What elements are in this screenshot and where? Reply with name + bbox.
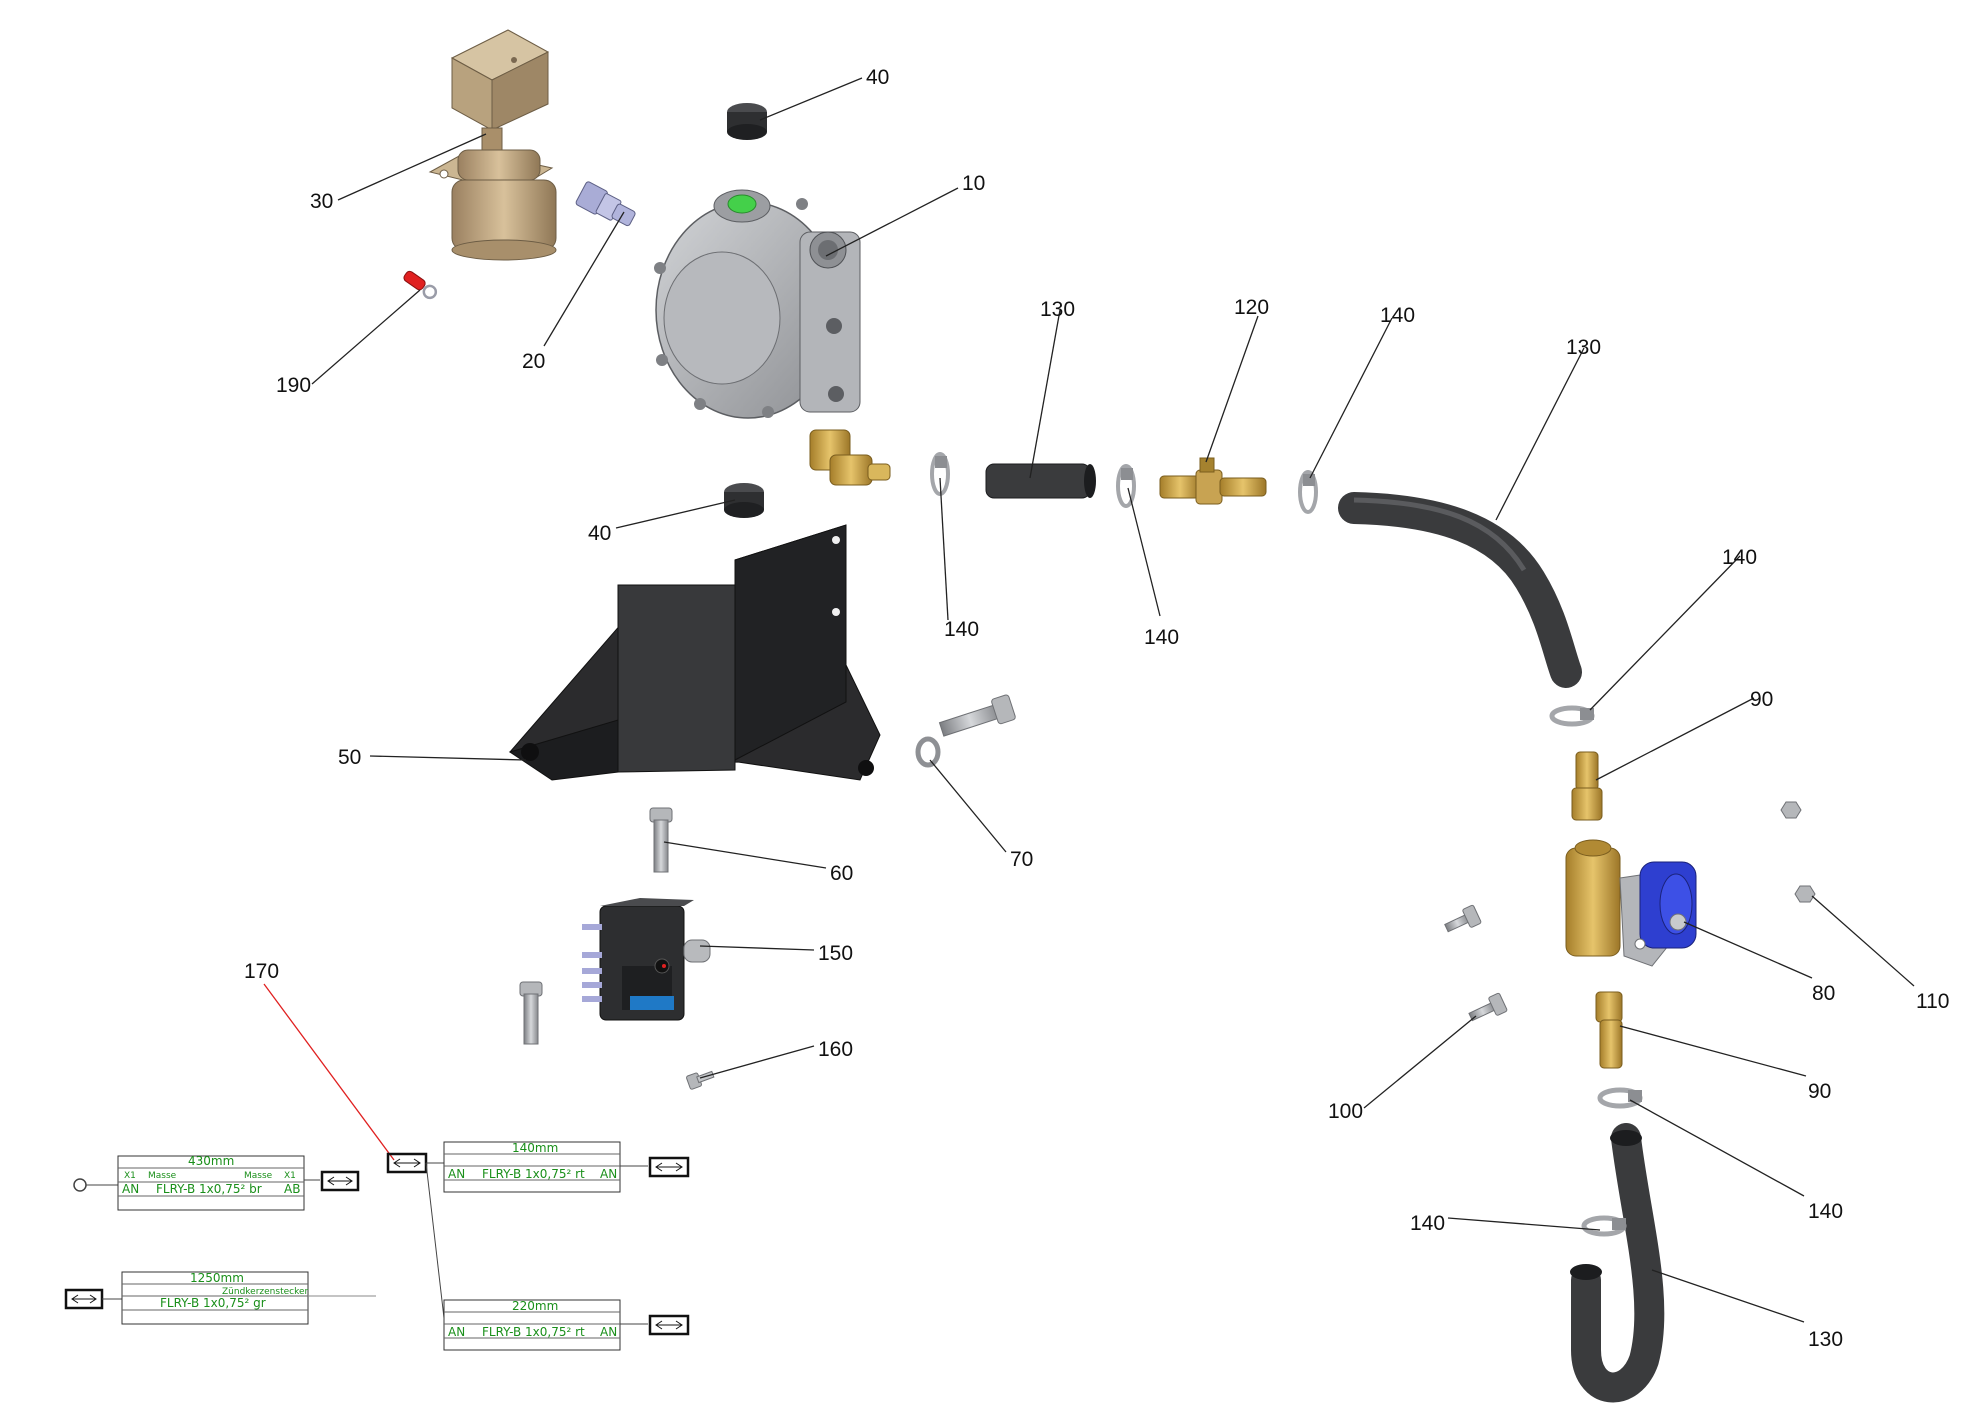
callout-60: 60 xyxy=(830,862,853,885)
part-20-fitting xyxy=(575,181,636,227)
part-190-ring-terminal xyxy=(403,270,438,300)
callout-170: 170 xyxy=(244,960,279,983)
w4-end-right: AN xyxy=(600,1325,617,1339)
part-100-screw xyxy=(1468,992,1508,1022)
part-140-hose-clamp-c xyxy=(1298,470,1318,514)
w1-cable: FLRY-B 1x0,75² br xyxy=(156,1182,262,1196)
part-140-hose-clamp-e xyxy=(1597,1087,1643,1109)
callout-130-c: 130 xyxy=(1808,1328,1843,1351)
part-90-brass-nipple-bottom xyxy=(1595,991,1623,1069)
callout-40-bottom: 40 xyxy=(588,522,611,545)
callout-130-b: 130 xyxy=(1566,336,1601,359)
wire-3: 140mm AN FLRY-B 1x0,75² rt AN xyxy=(443,1141,690,1193)
callout-140-c: 140 xyxy=(1380,304,1415,327)
w2-cable: FLRY-B 1x0,75² gr xyxy=(160,1296,266,1310)
part-60-bolt xyxy=(649,807,673,873)
part-40-grommet-top xyxy=(727,103,767,140)
bolt-150-mount xyxy=(519,981,543,1045)
w3-length: 140mm xyxy=(512,1141,558,1155)
wire-4: 220mm AN FLRY-B 1x0,75² rt AN xyxy=(443,1299,690,1351)
w1-label-left: Masse xyxy=(148,1171,177,1181)
callout-labels: 30 20 190 40 40 10 50 60 70 150 160 170 … xyxy=(244,66,1949,1351)
callout-120: 120 xyxy=(1234,296,1269,319)
part-160-screw xyxy=(686,1070,715,1090)
w2-length: 1250mm xyxy=(190,1271,244,1285)
w4-length: 220mm xyxy=(512,1299,558,1313)
w3-end-left: AN xyxy=(448,1167,465,1181)
part-140-hose-clamp-b xyxy=(1116,464,1136,508)
part-130-hose-bent xyxy=(1338,492,1582,688)
w1-end-left: AN xyxy=(122,1182,139,1196)
callout-110: 110 xyxy=(1916,990,1949,1013)
callout-80: 80 xyxy=(1812,982,1835,1005)
part-130-hose-short xyxy=(985,463,1096,499)
callout-140-e: 140 xyxy=(1808,1200,1843,1223)
part-70-washer xyxy=(915,736,941,768)
callout-140-a: 140 xyxy=(944,618,979,641)
wire-1: 430mm X1 Masse Masse X1 AN FLRY-B 1x0,75… xyxy=(73,1154,360,1211)
callout-160: 160 xyxy=(818,1038,853,1061)
part-140-hose-clamp-d xyxy=(1549,705,1595,727)
w3-end-right: AN xyxy=(600,1167,617,1181)
part-110-nut xyxy=(1794,885,1816,903)
callout-30: 30 xyxy=(310,190,333,213)
part-150-control-module xyxy=(582,898,711,1021)
wiring-harness-diagram: 430mm X1 Masse Masse X1 AN FLRY-B 1x0,75… xyxy=(64,1141,690,1351)
callout-100: 100 xyxy=(1328,1100,1363,1123)
callout-10: 10 xyxy=(962,172,985,195)
w2-label-right: Zündkerzenstecker xyxy=(222,1287,309,1297)
callout-70: 70 xyxy=(1010,848,1033,871)
callout-20: 20 xyxy=(522,350,545,373)
leader-lines xyxy=(263,77,1915,1323)
callout-130-a: 130 xyxy=(1040,298,1075,321)
callout-40-top: 40 xyxy=(866,66,889,89)
part-50-mounting-bracket xyxy=(508,524,881,781)
splice-connector xyxy=(386,1152,445,1319)
callout-190: 190 xyxy=(276,374,311,397)
callout-140-f: 140 xyxy=(1410,1212,1445,1235)
part-130-hose-u xyxy=(1570,1123,1665,1403)
part-80-solenoid-valve xyxy=(1565,839,1697,967)
callout-90-a: 90 xyxy=(1750,688,1773,711)
part-40-grommet-bottom xyxy=(724,483,764,518)
part-10-pressure-regulator xyxy=(654,189,891,486)
w1-label-right: Masse xyxy=(244,1171,273,1181)
w1-code-right: X1 xyxy=(284,1171,296,1181)
w3-cable: FLRY-B 1x0,75² rt xyxy=(482,1167,585,1181)
w1-length: 430mm xyxy=(188,1154,234,1168)
bolt-bracket xyxy=(938,694,1016,737)
callout-140-b: 140 xyxy=(1144,626,1179,649)
part-90-brass-nipple-top xyxy=(1571,751,1603,821)
w4-end-left: AN xyxy=(448,1325,465,1339)
callout-150: 150 xyxy=(818,942,853,965)
callout-140-d: 140 xyxy=(1722,546,1757,569)
nut-spare xyxy=(1780,801,1802,819)
w1-code-left: X1 xyxy=(124,1171,136,1181)
part-120-brass-tee xyxy=(1159,457,1267,505)
part-30-gas-solenoid-valve xyxy=(428,29,557,261)
part-140-hose-clamp-a xyxy=(930,452,950,496)
part-100-screw-b xyxy=(1444,904,1482,933)
callout-50: 50 xyxy=(338,746,361,769)
w4-cable: FLRY-B 1x0,75² rt xyxy=(482,1325,585,1339)
callout-90-b: 90 xyxy=(1808,1080,1831,1103)
w1-end-right: AB xyxy=(284,1182,300,1196)
wire-2: 1250mm Zündkerzenstecker FLRY-B 1x0,75² … xyxy=(64,1271,376,1325)
part-140-hose-clamp-f xyxy=(1581,1215,1627,1237)
